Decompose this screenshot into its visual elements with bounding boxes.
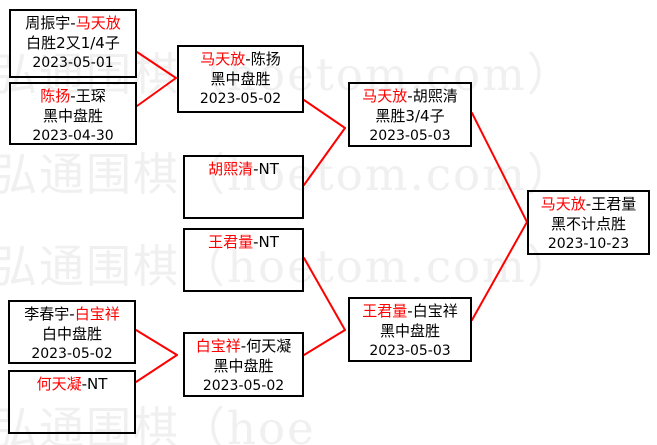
match-players: 陈扬-王琛 — [11, 84, 135, 107]
player-name: 何天凝 — [246, 337, 292, 355]
separator: - — [81, 375, 88, 393]
match-date: 2023-05-02 — [31, 345, 113, 362]
player-name: 王琛 — [75, 87, 106, 105]
connector-r2m2-r3m1 — [303, 127, 346, 186]
match-players: 马天放-胡煕清 — [350, 84, 470, 107]
player-name: 王君量 — [591, 195, 637, 213]
match-result: 黑不计点胜 — [550, 214, 626, 233]
match-box-r1m1[interactable]: 周振宇-马天放 白胜2又1/4子 2023-05-01 — [9, 9, 137, 78]
player-name: 陈扬 — [40, 87, 71, 105]
separator: - — [585, 195, 592, 213]
connector-r1m2-r2m1 — [136, 77, 177, 107]
separator: - — [70, 14, 76, 32]
match-box-r2m3[interactable]: 王君量-NT — [183, 228, 304, 292]
connector-r3m2-final — [471, 221, 528, 321]
connector-r1b1-r2m4 — [135, 329, 178, 356]
match-box-r1m2[interactable]: 陈扬-王琛 黑中盘胜 2023-04-30 — [9, 82, 137, 145]
match-players: 马天放-陈扬 — [179, 47, 302, 70]
match-box-final[interactable]: 马天放-王君量 黑不计点胜 2023-10-23 — [527, 190, 650, 255]
match-date: 2023-05-01 — [32, 54, 114, 71]
match-box-r1b2[interactable]: 何天凝-NT — [8, 370, 136, 434]
match-players: 马天放-王君量 — [529, 192, 648, 215]
match-result: 黑中盘胜 — [213, 356, 274, 375]
match-box-r1b1[interactable]: 李春宇-白宝祥 白中盘胜 2023-05-02 — [8, 300, 136, 364]
match-result: 白中盘胜 — [41, 324, 102, 343]
separator: - — [407, 87, 413, 105]
match-players: 王君量-NT — [185, 230, 302, 253]
player-name: 李春宇 — [24, 305, 70, 323]
player-name: 胡煕清 — [412, 87, 458, 105]
player-name: NT — [258, 160, 279, 178]
match-players: 王君量-白宝祥 — [350, 299, 470, 322]
match-players: 胡煕清-NT — [185, 157, 302, 180]
player-name: 周振宇 — [25, 14, 71, 32]
separator: - — [70, 87, 76, 105]
match-players: 李春宇-白宝祥 — [10, 302, 134, 325]
match-players: 何天凝-NT — [10, 372, 134, 395]
player-name: NT — [258, 233, 279, 251]
match-players: 白宝祥-何天凝 — [185, 334, 302, 357]
match-players: 周振宇-马天放 — [11, 11, 135, 34]
player-name: 何天凝 — [36, 375, 82, 393]
connector-r2m4-r3m2 — [303, 329, 346, 356]
player-name: 白宝祥 — [412, 302, 458, 320]
match-date: 2023-04-30 — [32, 127, 114, 144]
match-date: 2023-05-02 — [202, 377, 285, 394]
player-name: 马天放 — [200, 50, 246, 68]
match-date: 2023-05-03 — [369, 127, 451, 144]
player-name: 王君量 — [208, 233, 254, 251]
connector-r2m1-r3m1 — [303, 99, 346, 129]
match-date: 2023-05-03 — [369, 342, 451, 359]
match-date: 2023-10-23 — [547, 235, 630, 252]
match-result: 黑胜3/4子 — [375, 106, 445, 125]
player-name: 马天放 — [75, 14, 121, 32]
player-name: 白宝祥 — [74, 305, 120, 323]
player-name: NT — [87, 375, 108, 393]
connector-r1b2-r2m4 — [135, 354, 178, 383]
separator: - — [407, 302, 413, 320]
match-result: 白胜2又1/4子 — [26, 33, 120, 52]
match-box-r2m1[interactable]: 马天放-陈扬 黑中盘胜 2023-05-02 — [177, 45, 304, 113]
match-result: 黑中盘胜 — [42, 106, 103, 125]
separator: - — [253, 233, 259, 251]
separator: - — [240, 337, 247, 355]
separator: - — [69, 305, 75, 323]
connector-r1m1-r2m1 — [136, 51, 177, 79]
match-box-r2m2[interactable]: 胡煕清-NT — [183, 155, 304, 219]
match-result: 黑中盘胜 — [379, 321, 440, 340]
connector-r2m3-r3m2 — [303, 257, 346, 331]
player-name: 马天放 — [362, 87, 408, 105]
player-name: 马天放 — [540, 195, 586, 213]
match-box-r3m1[interactable]: 马天放-胡煕清 黑胜3/4子 2023-05-03 — [348, 82, 472, 147]
connector-r3m1-final — [471, 112, 528, 223]
player-name: 陈扬 — [250, 50, 281, 68]
separator: - — [253, 160, 259, 178]
player-name: 王君量 — [362, 302, 408, 320]
match-box-r2m4[interactable]: 白宝祥-何天凝 黑中盘胜 2023-05-02 — [183, 332, 304, 397]
player-name: 白宝祥 — [195, 337, 241, 355]
separator: - — [245, 50, 251, 68]
match-date: 2023-05-02 — [199, 90, 282, 107]
player-name: 胡煕清 — [208, 160, 254, 178]
match-result: 黑中盘胜 — [210, 69, 271, 88]
match-box-r3m2[interactable]: 王君量-白宝祥 黑中盘胜 2023-05-03 — [348, 297, 472, 362]
